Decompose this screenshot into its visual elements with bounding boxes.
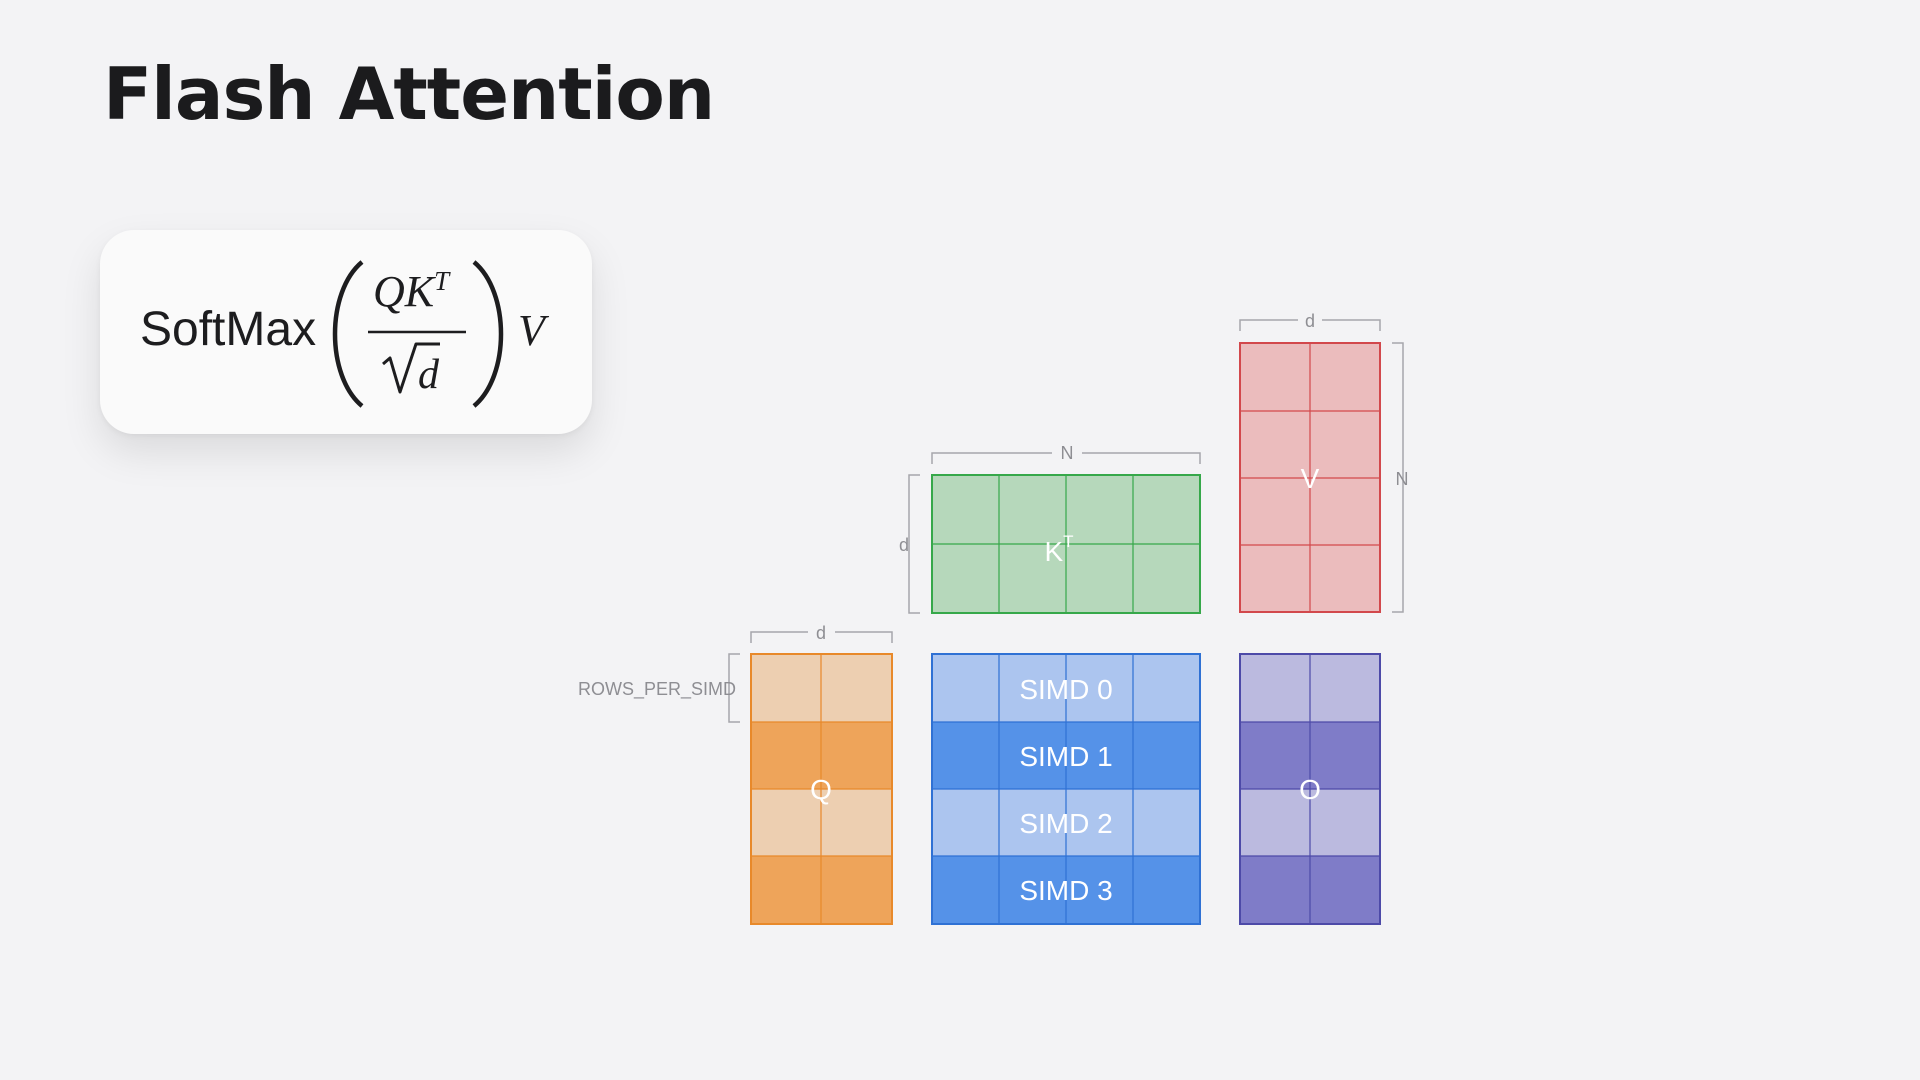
kt-matrix: KT (931, 474, 1201, 614)
left-paren-icon (332, 260, 364, 408)
simd-label-3: SIMD 3 (1019, 875, 1112, 906)
simd-border (931, 653, 1201, 925)
o-grid-lines (1240, 654, 1380, 924)
formula-v: V (518, 306, 550, 355)
simd-label-1: SIMD 1 (1019, 741, 1112, 772)
o-matrix: O (1239, 653, 1381, 925)
o-label: O (1299, 774, 1321, 805)
v-dim-top: d (1305, 311, 1315, 331)
kt-top-bracket (931, 452, 1201, 464)
q-border (750, 653, 893, 925)
q-grid-lines (751, 654, 892, 924)
simd-label-2: SIMD 2 (1019, 808, 1112, 839)
sqrt-icon (382, 342, 440, 394)
kt-grid-lines (932, 475, 1200, 613)
q-dim-side: ROWS_PER_SIMD (578, 679, 736, 700)
v-label: V (1301, 463, 1320, 494)
v-dim-side: N (1396, 469, 1409, 489)
v-matrix: V (1239, 342, 1381, 613)
formula-numerator: QKT (373, 266, 451, 316)
formula: SoftMax QKT d V (140, 260, 550, 408)
slide-title: Flash Attention (103, 52, 715, 136)
simd-grid-lines (932, 654, 1200, 924)
q-top-bracket (750, 631, 893, 643)
formula-denominator: d (418, 352, 440, 398)
right-paren-icon (472, 260, 504, 408)
q-label: Q (810, 774, 832, 805)
v-grid-lines (1240, 343, 1380, 612)
formula-card: SoftMax QKT d V (100, 230, 592, 434)
v-top-bracket (1239, 319, 1381, 331)
o-border (1239, 653, 1381, 925)
kt-dim-side: d (899, 535, 909, 555)
kt-label: KT (1044, 532, 1073, 567)
formula-softmax: SoftMax (140, 303, 316, 356)
kt-side-bracket (908, 474, 920, 614)
q-side-bracket (728, 653, 740, 723)
kt-dim-top: N (1061, 443, 1074, 463)
q-matrix: Q (750, 653, 893, 925)
v-side-bracket (1392, 342, 1404, 613)
q-dim-top: d (816, 623, 826, 643)
simd-label-0: SIMD 0 (1019, 674, 1112, 705)
simd-matrix: SIMD 0 SIMD 1 SIMD 2 SIMD 3 (931, 653, 1201, 925)
